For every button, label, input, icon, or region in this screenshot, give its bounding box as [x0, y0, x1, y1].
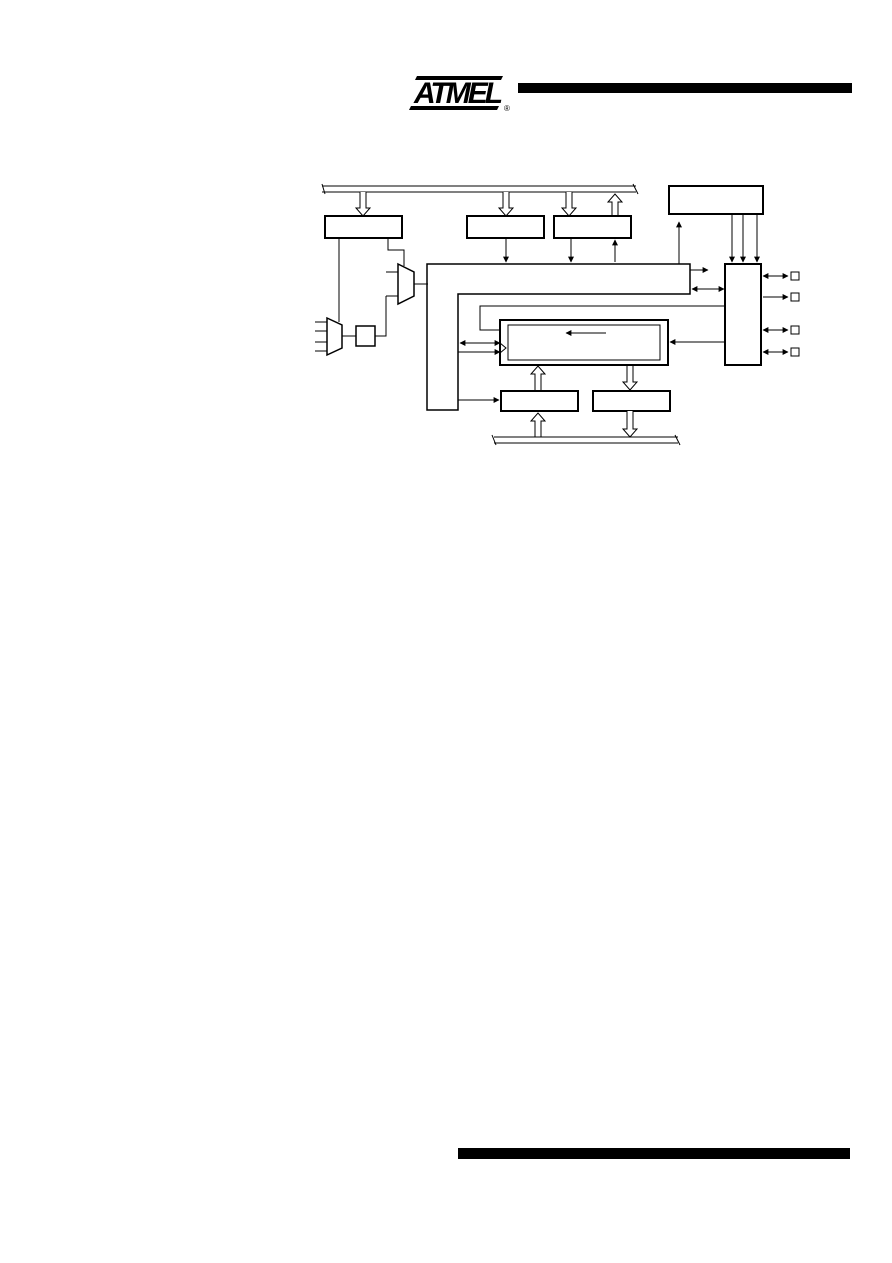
pins [762, 271, 800, 357]
atmel-logo-mark [409, 76, 503, 110]
double-arrow-up [529, 365, 547, 390]
atmel-logo: ATMEL ® [409, 76, 510, 112]
wire-reg-to-mux-a [375, 296, 387, 337]
registered-mark: ® [504, 104, 510, 112]
block-bottom-left [500, 390, 579, 412]
block-top-right [553, 215, 632, 239]
l-shaped-block [426, 263, 691, 411]
bus-arrow-3 [560, 192, 578, 217]
top-bus [321, 183, 639, 195]
bus-arrow-1 [354, 192, 372, 217]
mux-a [397, 262, 415, 306]
logo-text: ATMEL [413, 77, 502, 110]
block-top-middle [466, 215, 545, 239]
bus-arrow-2 [497, 192, 515, 217]
wire-tall-to-register [479, 305, 725, 331]
double-arrow-down [621, 366, 639, 391]
mux-b [326, 316, 343, 357]
bottom-bus-arrow-up [529, 412, 547, 437]
block-top-left [324, 215, 403, 239]
mux-b-inputs [315, 321, 327, 352]
central-register-inner [507, 324, 661, 361]
block-top-far-right [668, 185, 764, 215]
block-right-tall [724, 263, 762, 366]
footer-rule [458, 1148, 850, 1159]
bottom-bus [491, 434, 681, 446]
bus-arrow-up [606, 193, 624, 216]
bottom-bus-arrow-down [621, 411, 639, 438]
block-diagram [315, 183, 800, 446]
central-register-outer [499, 319, 669, 366]
wire-to-mux-a [387, 238, 405, 266]
block-bottom-right [592, 390, 671, 412]
clock-input [499, 342, 507, 354]
small-register [355, 325, 376, 347]
mux-a-inputs [386, 271, 398, 297]
header-rule [518, 83, 852, 93]
